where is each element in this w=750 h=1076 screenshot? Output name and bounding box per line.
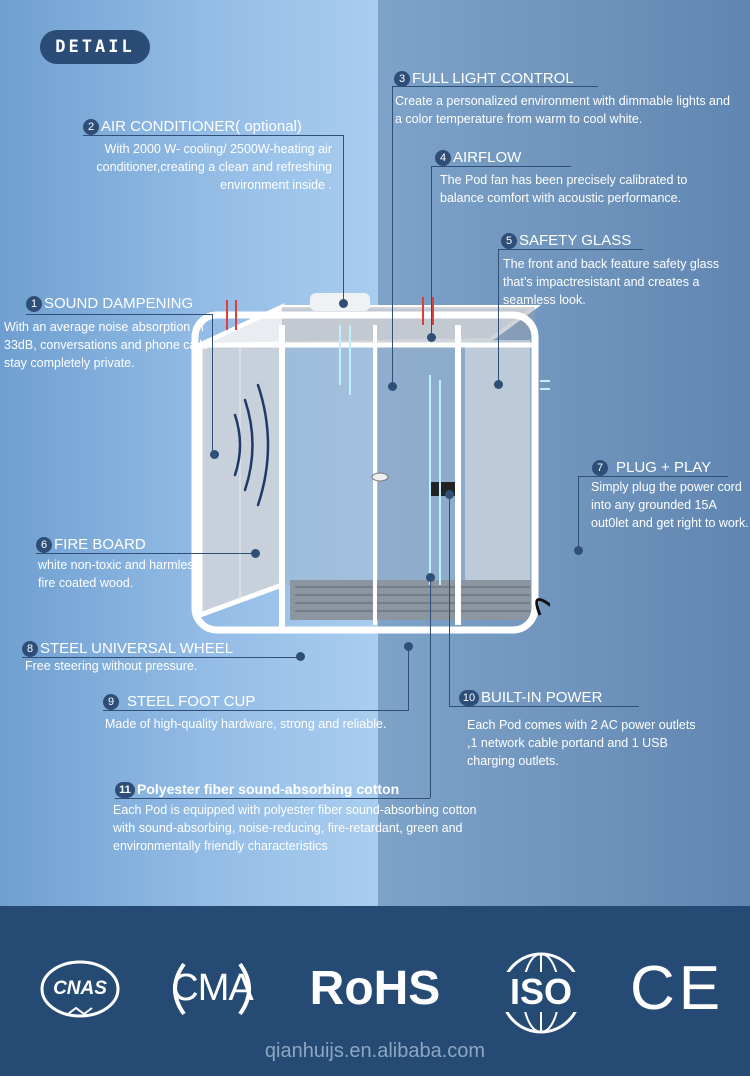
callout-line-10 [449, 706, 639, 707]
callout-line-10-vertical [449, 494, 450, 706]
feature-9-title-text: STEEL FOOT CUP [127, 693, 256, 710]
certification-footer [0, 906, 750, 1076]
feature-5-number: 5 [501, 233, 517, 249]
watermark: qianhuijs.en.alibaba.com [264, 1040, 486, 1062]
feature-6-title-text: FIRE BOARD [54, 536, 146, 553]
cnas-logo-text: CNAS [53, 978, 107, 999]
callout-line-1-vertical [212, 314, 213, 454]
feature-2-description: With 2000 W- cooling/ 2500W-heating air … [96, 142, 332, 192]
phone-booth-pod-illustration [191, 293, 550, 634]
cma-logo-text: CMA [171, 967, 253, 1009]
feature-2-title-text: AIR CONDITIONER( optional) [101, 118, 302, 135]
feature-6-description: white non-toxic and harmless fire coated… [38, 558, 200, 590]
callout-line-9 [103, 710, 409, 711]
feature-9-number: 9 [103, 694, 119, 710]
rohs-logo: RoHS [300, 958, 450, 1020]
iso-logo-text: ISO [498, 972, 584, 1012]
feature-10-title-text: BUILT-IN POWER [481, 689, 603, 706]
callout-dot-5 [494, 380, 503, 389]
feature-4-title-text: AIRFLOW [453, 149, 522, 166]
feature-3-title-text: FULL LIGHT CONTROL [412, 70, 574, 87]
feature-3-number: 3 [394, 71, 410, 87]
feature-8-description: Free steering without pressure. [25, 659, 198, 673]
feature-8-title-text: STEEL UNIVERSAL WHEEL [40, 640, 234, 657]
callout-dot-7 [574, 546, 583, 555]
callout-line-4 [431, 166, 571, 167]
callout-line-3 [392, 86, 598, 87]
feature-9-title: 9 STEEL FOOT CUP [103, 693, 255, 711]
callout-line-2-vertical [343, 135, 344, 303]
callout-line-6 [36, 553, 256, 554]
callout-dot-4 [427, 333, 436, 342]
ce-logo-text: CE [630, 954, 725, 1023]
feature-5-description: The front and back feature safety glass … [503, 257, 720, 307]
cma-logo: CMA [162, 958, 262, 1020]
callout-line-2 [83, 135, 343, 136]
feature-2-number: 2 [83, 119, 99, 135]
callout-line-7-vertical [578, 476, 579, 550]
callout-dot-10 [445, 490, 454, 499]
callout-line-8 [22, 657, 302, 658]
feature-11-description: Each Pod is equipped with polyester fibe… [113, 803, 477, 853]
feature-7-title-text: PLUG + PLAY [616, 459, 712, 476]
callout-line-3-vertical [392, 86, 393, 386]
feature-5-title-text: SAFETY GLASS [519, 232, 632, 249]
feature-7-description: Simply plug the power cord into any grou… [591, 480, 749, 530]
callout-dot-1 [210, 450, 219, 459]
iso-logo: ISO [498, 950, 584, 1036]
callout-line-5 [498, 249, 643, 250]
callout-dot-2 [339, 299, 348, 308]
callout-dot-6 [251, 549, 260, 558]
feature-3-description: Create a personalized environment with d… [395, 94, 730, 126]
detail-badge: DETAIL [40, 30, 150, 64]
rohs-logo-text: RoHS [309, 962, 441, 1015]
feature-1-title-text: SOUND DAMPENING [44, 295, 194, 312]
feature-10-number: 10 [459, 690, 479, 706]
callout-line-7 [578, 476, 728, 477]
feature-11-number: 11 [115, 782, 135, 798]
callout-dot-3 [388, 382, 397, 391]
callout-dot-11 [426, 573, 435, 582]
callout-line-11 [115, 798, 430, 799]
feature-7-number: 7 [592, 460, 608, 476]
ce-logo: CE [630, 958, 720, 1020]
callout-line-11-vertical [430, 578, 431, 798]
callout-line-1 [26, 314, 212, 315]
feature-1-description: With an average noise absorption of 33dB… [4, 320, 209, 370]
feature-7-title: 7 PLUG + PLAY [592, 459, 711, 477]
callout-dot-9 [404, 642, 413, 651]
feature-1-number: 1 [26, 296, 42, 312]
callout-line-4-vertical [431, 166, 432, 338]
callout-dot-8 [296, 652, 305, 661]
feature-6-number: 6 [36, 537, 52, 553]
feature-8-number: 8 [22, 641, 38, 657]
callout-line-5-vertical [498, 249, 499, 384]
cnas-logo: CNAS [38, 958, 122, 1020]
feature-9-description: Made of high-quality hardware, strong an… [105, 717, 387, 731]
callout-line-9-vertical [408, 648, 409, 710]
feature-4-number: 4 [435, 150, 451, 166]
feature-4-description: The Pod fan has been precisely calibrate… [440, 173, 688, 205]
feature-11-title-text: Polyester fiber sound-absorbing cotton [137, 781, 400, 797]
feature-10-description: Each Pod comes with 2 AC power outlets ,… [467, 718, 696, 768]
